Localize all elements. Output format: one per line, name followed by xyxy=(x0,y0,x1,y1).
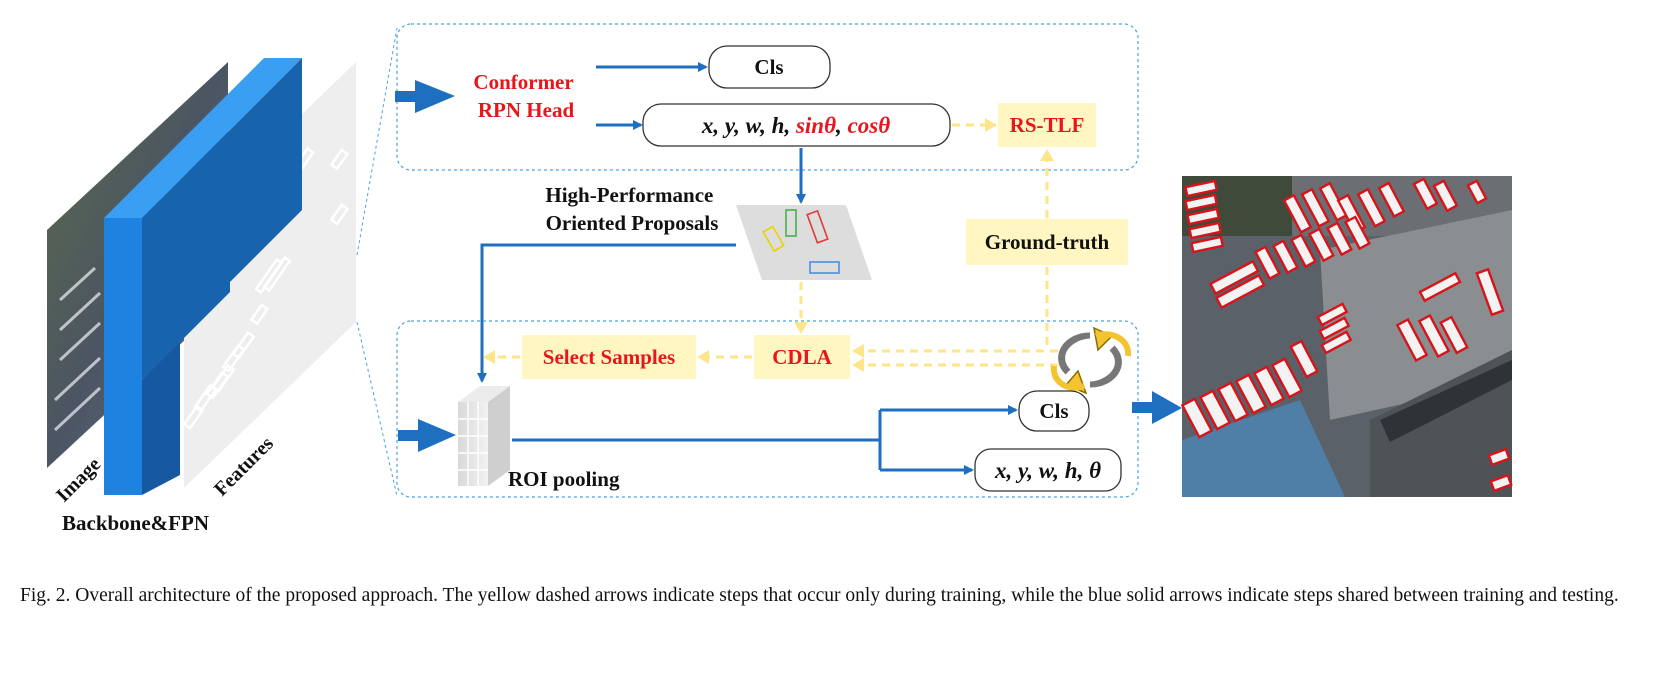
backbone-block-side-lower xyxy=(142,342,180,495)
detection-boxes xyxy=(1180,177,1513,493)
cycle-icon xyxy=(1050,326,1132,395)
roi-reg-label: x, y, w, h, θ xyxy=(994,458,1101,483)
roi-cls-box xyxy=(1018,390,1090,432)
roi-reg-box xyxy=(974,448,1122,492)
feature-map-plane xyxy=(184,62,356,488)
select-samples-label: Select Samples xyxy=(543,345,675,369)
proposal-boxes xyxy=(762,209,840,274)
backbone-block-side xyxy=(142,58,302,380)
backbone-block-top xyxy=(104,58,302,218)
output-arrow xyxy=(1132,391,1182,424)
proposals-to-roi-arrow xyxy=(477,243,736,383)
figure-caption: Fig. 2. Overall architecture of the prop… xyxy=(20,585,1619,606)
projection-line-bottom xyxy=(356,321,398,497)
roi-pooling-label: ROI pooling xyxy=(508,467,620,491)
backbone-block: Image Features Backbone&FPN xyxy=(47,58,356,535)
proposals-label: High-Performance Oriented Proposals xyxy=(545,183,718,235)
projection-line-top xyxy=(356,27,398,256)
proposals-plane xyxy=(736,205,872,280)
ground-truth-box xyxy=(966,219,1128,265)
rpn-reg-label: x, y, w, h, sinθ, cosθ xyxy=(701,113,890,138)
ground-truth-label: Ground-truth xyxy=(985,230,1110,254)
rpn-input-arrow xyxy=(395,80,455,113)
roi-cls-label: Cls xyxy=(1039,399,1068,423)
rpn-reg-box xyxy=(642,103,951,147)
roi-pooling-cube xyxy=(458,386,510,486)
image-label: Image xyxy=(52,453,105,506)
cdla-label: CDLA xyxy=(772,345,832,369)
backbone-block-front xyxy=(104,218,142,495)
roi-input-arrow xyxy=(398,419,456,452)
rpn-cls-label: Cls xyxy=(754,55,783,79)
select-samples-box xyxy=(522,335,696,379)
backbone-title: Backbone&FPN xyxy=(62,511,209,535)
rs-tlf-label: RS-TLF xyxy=(1010,113,1085,137)
rs-tlf-box xyxy=(998,103,1096,147)
cdla-box xyxy=(754,335,850,379)
rpn-cls-box xyxy=(708,45,831,89)
roi-frame xyxy=(396,320,1139,498)
rpn-head-label: Conformer RPN Head xyxy=(473,70,578,122)
